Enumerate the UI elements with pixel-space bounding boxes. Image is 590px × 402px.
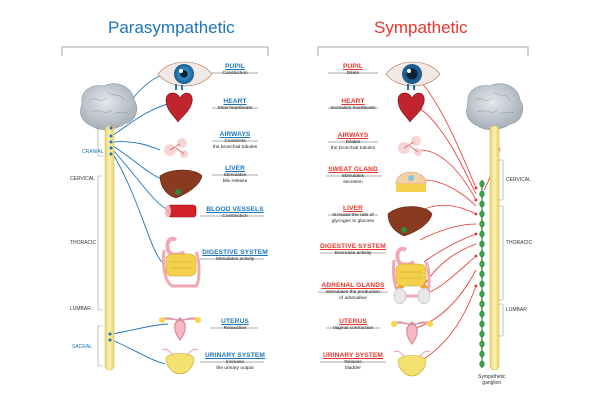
right-digestive-system-icon [392, 246, 431, 298]
left-brain-icon [80, 83, 137, 130]
right-eye-icon [385, 61, 441, 87]
segment-sacral: SACRAL [72, 344, 93, 350]
right-label-underlines [318, 72, 388, 363]
right-liver-icon [387, 206, 433, 237]
segment-cervical-right: CERVICAL [506, 177, 531, 183]
left-spine-ticks [97, 125, 103, 367]
left-digestive-system-icon [162, 236, 201, 288]
sympathetic-nerves [413, 73, 501, 365]
right-adrenal-glands-icon [393, 285, 431, 305]
segment-thoracic-left: THORACIC [70, 240, 97, 246]
left-lungs-icon [164, 138, 188, 158]
right-spine-ticks [499, 159, 504, 337]
left-nerve-roots [108, 126, 113, 342]
segment-lumbar-right: LUMBAR [506, 307, 527, 313]
parasympathetic-title: Parasympathetic [108, 18, 235, 37]
segment-lumbar-left: LUMBAR [70, 306, 91, 312]
sympathetic-ganglion-label: Sympathetic ganglion [478, 374, 506, 386]
sympathetic-title: Sympathetic [374, 18, 468, 37]
right-spinal-cord [489, 125, 500, 371]
left-uterus-icon [159, 316, 201, 342]
segment-cervical-left: CERVICAL [70, 176, 95, 182]
right-sweat-gland-icon [395, 171, 427, 192]
right-uterus-icon [391, 320, 433, 346]
right-bladder-icon [393, 350, 431, 377]
right-brain-icon [466, 83, 523, 130]
parasympathetic-bracket [61, 46, 269, 56]
left-heart-icon [165, 84, 193, 123]
sympathetic-ganglion-chain [474, 180, 485, 368]
segment-cranial: CRANIAL [82, 149, 104, 155]
segment-thoracic-right: THORACIC [506, 240, 533, 246]
left-label-underlines [200, 72, 264, 363]
left-blood-vessel-icon [165, 204, 197, 218]
right-heart-icon [397, 84, 425, 123]
left-spinal-cord [104, 125, 115, 371]
left-bladder-icon [161, 348, 199, 375]
left-liver-icon [159, 169, 203, 199]
left-eye-icon [157, 61, 213, 87]
sympathetic-bracket [317, 46, 529, 56]
right-lungs-icon [398, 136, 422, 156]
